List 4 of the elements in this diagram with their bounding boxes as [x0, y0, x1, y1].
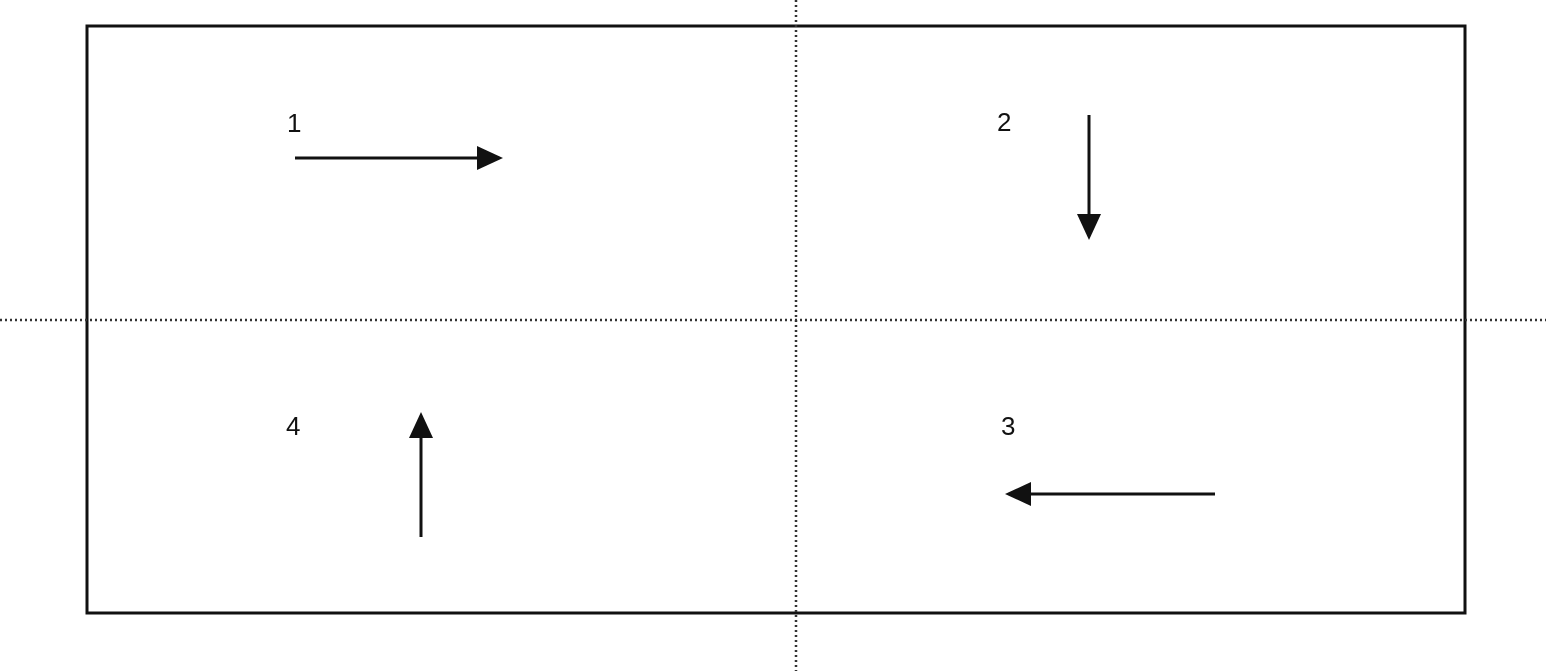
quadrant-number: 2 — [997, 109, 1012, 135]
quadrant-number: 4 — [286, 413, 301, 439]
quadrant-number: 1 — [287, 110, 302, 136]
quadrant-number: 3 — [1001, 413, 1016, 439]
